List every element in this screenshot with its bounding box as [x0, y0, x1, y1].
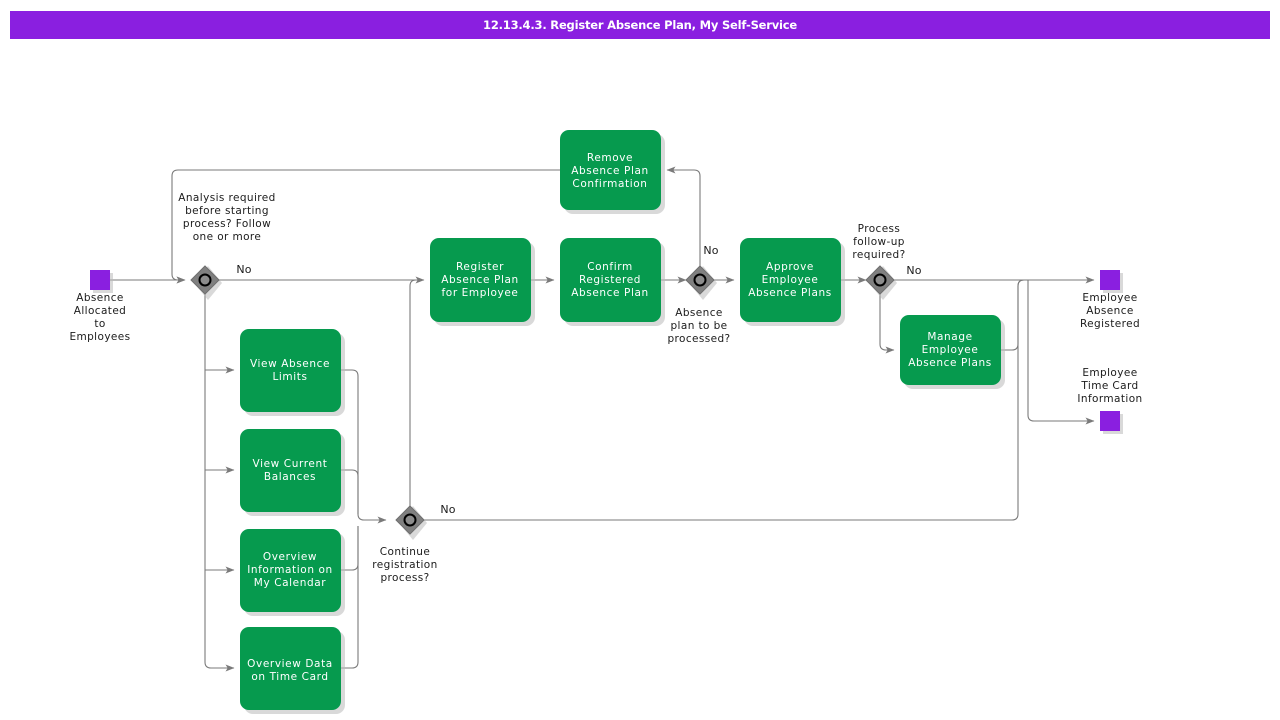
- task-body[interactable]: [240, 329, 341, 412]
- gateway-inclusive-icon: [403, 513, 417, 527]
- task-view-current-balances[interactable]: View Current Balances: [240, 429, 345, 516]
- gateway-label-line3: process?: [380, 572, 429, 584]
- event-label-line3: Registered: [1080, 318, 1140, 330]
- task-approve-employee-absence-plans[interactable]: Approve Employee Absence Plans: [740, 238, 845, 326]
- end-event-employee-absence-registered[interactable]: Employee Absence Registered: [1080, 270, 1140, 330]
- event-label-line2: Allocated: [74, 305, 127, 317]
- gateway-continue-registration-process[interactable]: Continue registration process? No: [372, 503, 455, 584]
- task-body[interactable]: [560, 130, 661, 210]
- task-label-line2: Limits: [272, 371, 307, 383]
- task-label-line3: for Employee: [442, 287, 519, 299]
- task-label-line3: Confirmation: [572, 178, 647, 190]
- edge-view-balances-to-rail: [341, 469, 359, 514]
- edge-continue-to-register: [409, 279, 424, 506]
- gateway-label-line2: plan to be: [670, 320, 727, 332]
- event-label-line3: to: [94, 318, 105, 330]
- end-event-square[interactable]: [1100, 270, 1120, 290]
- task-confirm-registered-absence-plan[interactable]: Confirm Registered Absence Plan: [560, 238, 665, 326]
- event-label-line2: Time Card: [1080, 380, 1138, 392]
- task-label-line1: Confirm: [587, 261, 633, 273]
- gateway-process-follow-up-required[interactable]: Process follow-up required? No: [852, 223, 922, 300]
- flow-connectors: [110, 166, 1095, 672]
- task-body[interactable]: [900, 315, 1001, 385]
- gateway-analysis-required[interactable]: Analysis required before starting proces…: [178, 192, 275, 300]
- gateway-label-line1: Analysis required: [178, 192, 275, 204]
- task-label-line1: Overview: [263, 551, 317, 563]
- event-label-line1: Employee: [1082, 367, 1137, 379]
- task-label-line2: Balances: [264, 471, 316, 483]
- task-body[interactable]: [240, 627, 341, 710]
- task-body[interactable]: [740, 238, 841, 322]
- task-label-line2: Absence Plan: [441, 274, 519, 286]
- page-title-bar: 12.13.4.3. Register Absence Plan, My Sel…: [10, 11, 1270, 39]
- task-overview-data-on-time-card[interactable]: Overview Data on Time Card: [240, 627, 345, 714]
- task-label-line1: View Current: [253, 458, 328, 470]
- task-overview-information-on-my-calendar[interactable]: Overview Information on My Calendar: [240, 529, 345, 616]
- task-label-line3: Absence Plan: [571, 287, 649, 299]
- event-label-line1: Employee: [1082, 292, 1137, 304]
- task-label-line2: Information on: [247, 564, 333, 576]
- task-label-line2: Employee: [762, 274, 819, 286]
- gateway-label-line1: Absence: [675, 307, 722, 319]
- page-title: 12.13.4.3. Register Absence Plan, My Sel…: [483, 18, 797, 32]
- task-label-line3: Absence Plans: [908, 357, 992, 369]
- gateway-label-line2: registration: [372, 559, 437, 571]
- gateway-label-line4: one or more: [193, 231, 262, 243]
- task-body[interactable]: [240, 429, 341, 512]
- start-event-square[interactable]: [90, 270, 110, 290]
- gateway-inclusive-icon: [873, 273, 887, 287]
- task-register-absence-plan-for-employee[interactable]: Register Absence Plan for Employee: [430, 238, 535, 326]
- edge-manage-to-rail: [1001, 279, 1040, 351]
- gateway-label-line2: follow-up: [853, 236, 905, 248]
- event-label-line1: Absence: [76, 292, 123, 304]
- edge-view-limits-to-rail: [341, 369, 387, 524]
- edge-label-followup-no: No: [906, 264, 921, 277]
- edge-remove-to-analysis: [171, 169, 560, 284]
- gateway-label-line1: Continue: [380, 546, 430, 558]
- task-label-line1: Remove: [587, 152, 633, 164]
- task-body[interactable]: [240, 529, 341, 612]
- task-label-line1: Approve: [766, 261, 814, 273]
- edge-followup-to-manage: [879, 294, 895, 354]
- rail-analysis-down: [204, 294, 235, 672]
- end-event-square[interactable]: [1100, 411, 1120, 431]
- gateway-label-line2: before starting: [185, 205, 269, 217]
- edge-overview-tc-to-rail: [341, 526, 359, 669]
- edge-to-end-timecard: [1027, 279, 1095, 425]
- gateway-inclusive-icon: [693, 273, 707, 287]
- event-label-line3: Information: [1077, 393, 1142, 405]
- gateway-label-line3: process? Follow: [183, 218, 271, 230]
- task-label-line2: Absence Plan: [571, 165, 649, 177]
- task-label-line3: Absence Plans: [748, 287, 832, 299]
- gateway-label-line1: Process: [858, 223, 901, 235]
- task-label-line2: Registered: [579, 274, 641, 286]
- task-label-line1: Register: [456, 261, 504, 273]
- task-label-line2: on Time Card: [251, 671, 328, 683]
- edge-continue-no-to-end: [424, 279, 1040, 521]
- gateway-label-line3: required?: [852, 249, 905, 261]
- event-label-line2: Absence: [1086, 305, 1133, 317]
- edge-label-continue-no: No: [440, 503, 455, 516]
- task-label-line1: Manage: [927, 331, 972, 343]
- gateway-inclusive-icon: [198, 273, 212, 287]
- task-label-line1: Overview Data: [247, 658, 333, 670]
- task-remove-absence-plan-confirmation[interactable]: Remove Absence Plan Confirmation: [560, 130, 665, 214]
- task-body[interactable]: [560, 238, 661, 322]
- edge-label-absproc-no: No: [703, 244, 718, 257]
- task-label-line3: My Calendar: [254, 577, 327, 589]
- task-label-line1: View Absence: [250, 358, 330, 370]
- task-body[interactable]: [430, 238, 531, 322]
- task-label-line2: Employee: [922, 344, 979, 356]
- gateway-absence-plan-to-be-processed[interactable]: Absence plan to be processed? No: [667, 244, 730, 345]
- task-view-absence-limits[interactable]: View Absence Limits: [240, 329, 345, 416]
- edge-label-analysis-no: No: [236, 263, 251, 276]
- task-manage-employee-absence-plans[interactable]: Manage Employee Absence Plans: [900, 315, 1005, 389]
- end-event-employee-time-card-information[interactable]: Employee Time Card Information: [1077, 367, 1142, 434]
- start-event-absence-allocated-to-employees[interactable]: Absence Allocated to Employees: [69, 270, 130, 343]
- gateway-label-line3: processed?: [667, 333, 730, 345]
- edge-absproc-no-to-remove: [666, 166, 701, 266]
- event-label-line4: Employees: [69, 331, 130, 343]
